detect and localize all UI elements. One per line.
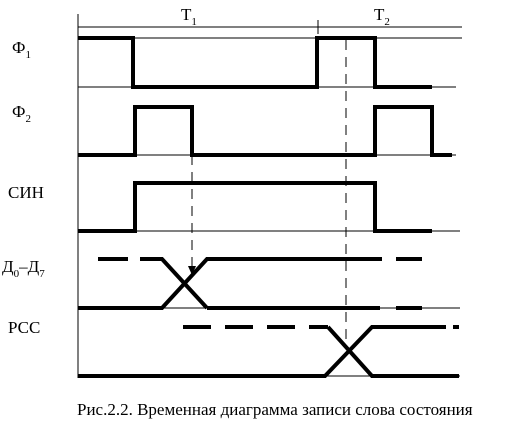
strobe-arrow-1: [188, 266, 196, 275]
rss-cross-up: [78, 325, 446, 378]
data-bus-cross-down: [140, 257, 209, 310]
data-bus-cross-up: [78, 257, 382, 310]
rss-cross-down: [326, 325, 456, 378]
period-t2-label: T2: [374, 5, 390, 28]
signal-data-label: Д0–Д7: [2, 257, 45, 280]
signal-phi1-label: Ф1: [12, 38, 31, 61]
phi2-waveform: [78, 105, 452, 157]
signal-rss-label: РСС: [8, 318, 40, 337]
signal-phi2-label: Ф2: [12, 102, 31, 125]
sin-waveform: [78, 181, 432, 233]
period-t1-label: T1: [181, 5, 197, 28]
figure-caption: Рис.2.2. Временная диаграмма записи слов…: [77, 400, 473, 419]
phi1-waveform: [78, 36, 432, 89]
signal-sin-label: СИН: [8, 183, 44, 202]
